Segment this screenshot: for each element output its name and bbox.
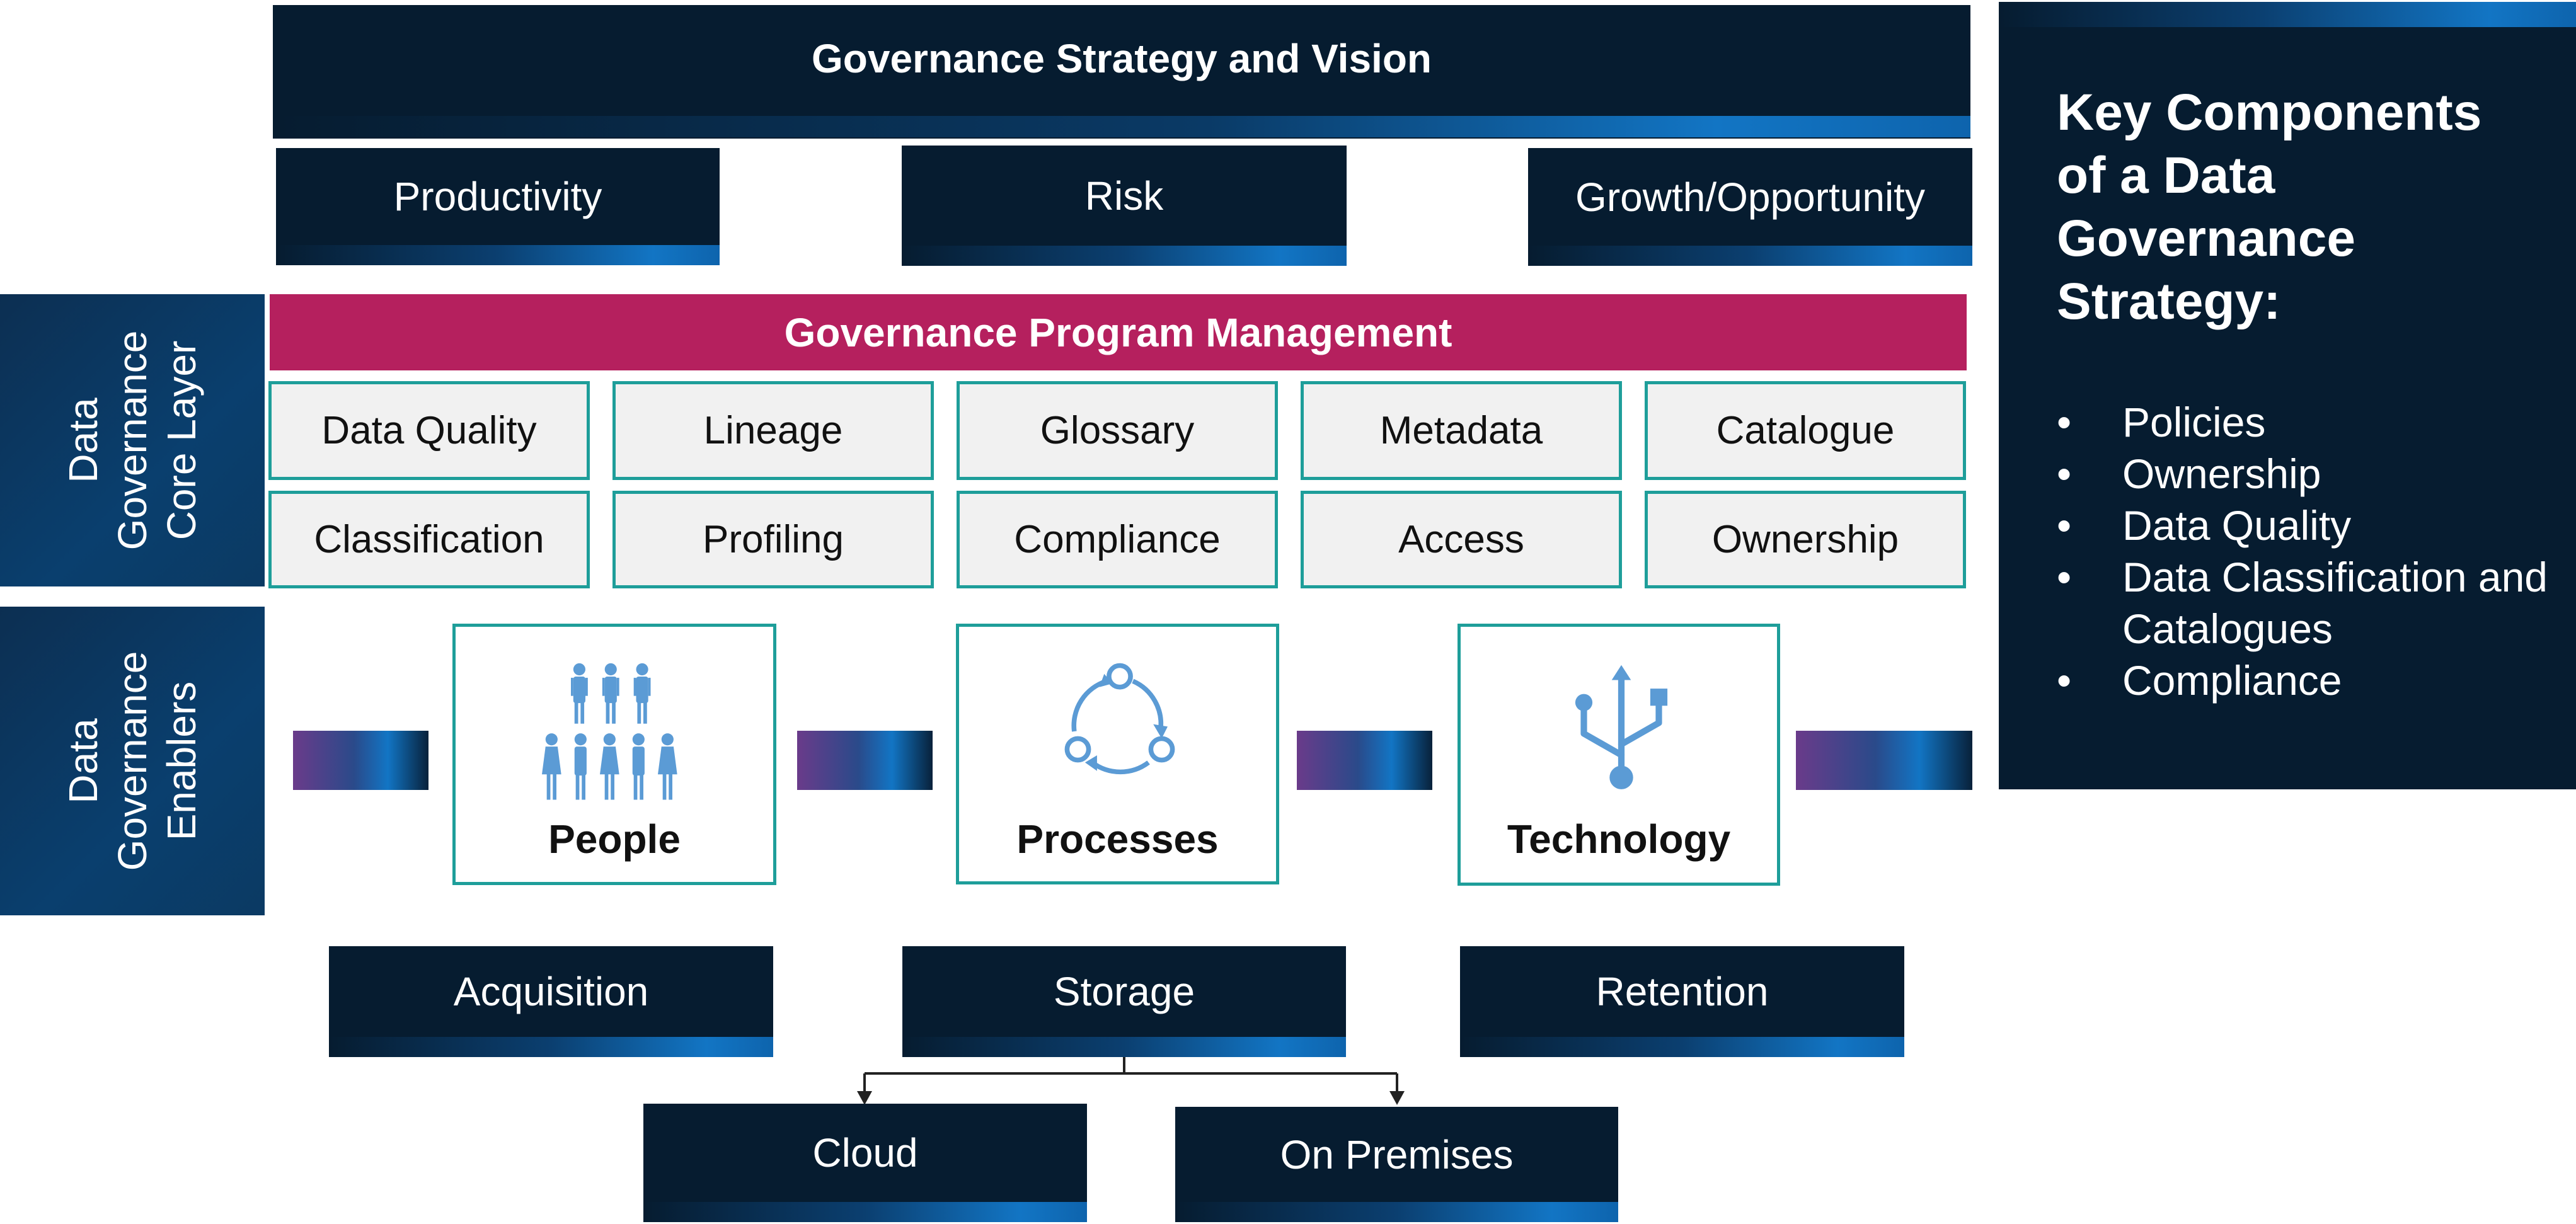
enabler-label: People [548, 816, 681, 862]
storage-target-strip [643, 1202, 1087, 1222]
stage-label: Retention [1596, 969, 1769, 1014]
storage-target-label: On Premises [1280, 1131, 1514, 1177]
enabler-label: Processes [1016, 816, 1219, 862]
storage-branch-connector [857, 1057, 1405, 1105]
driver-label: Growth/Opportunity [1575, 174, 1925, 220]
core-item-ownership: Ownership [1645, 491, 1966, 588]
enabler-card-technology: Technology [1458, 624, 1780, 886]
stage-storage: Storage [902, 946, 1346, 1057]
stage-retention: Retention [1460, 946, 1904, 1057]
core-layer-side-line: Governance [110, 330, 155, 551]
usb-icon [1575, 665, 1668, 789]
core-item-metadata: Metadata [1301, 381, 1622, 480]
connector-bar [293, 731, 428, 790]
strategy-header: Governance Strategy and Vision [273, 5, 1970, 139]
enablers-side-line: Enablers [159, 681, 204, 841]
storage-on-premises: On Premises [1175, 1107, 1618, 1222]
key-component-label: Data Classification and Catalogues [2122, 554, 2548, 652]
enablers-side-label: Data Governance Enablers [0, 607, 265, 915]
key-components-title: Key Components of a Data Governance Stra… [2057, 84, 2482, 330]
core-layer-side-line: Data [60, 398, 106, 483]
key-component-label: Compliance [2122, 657, 2342, 704]
core-item-compliance: Compliance [957, 491, 1278, 588]
key-components-top-strip [1999, 2, 2576, 27]
core-layer-side-text: Data Governance Core Layer [59, 331, 206, 551]
connector-bar [1297, 731, 1432, 790]
key-component-item: • Data Quality [2057, 500, 2561, 551]
driver-label: Risk [1084, 173, 1164, 219]
core-layer-side-line: Core Layer [159, 340, 204, 541]
strategy-title: Governance Strategy and Vision [811, 36, 1432, 81]
stage-label: Storage [1053, 969, 1195, 1014]
bullet: • [2057, 450, 2072, 497]
storage-target-label: Cloud [812, 1130, 918, 1175]
driver-label: Productivity [393, 174, 602, 219]
key-component-item: • Policies [2057, 396, 2561, 448]
core-item-profiling: Profiling [612, 491, 934, 588]
stage-acquisition: Acquisition [329, 946, 773, 1057]
key-component-label: Data Quality [2122, 502, 2352, 549]
driver-growth: Growth/Opportunity [1528, 148, 1972, 266]
bullet: • [2057, 657, 2072, 704]
key-component-label: Ownership [2122, 450, 2321, 497]
stage-strip [329, 1037, 773, 1057]
core-item-glossary: Glossary [957, 381, 1278, 480]
enablers-side-line: Governance [110, 651, 155, 871]
driver-strip [902, 246, 1347, 266]
enablers-side-text: Data Governance Enablers [59, 651, 206, 871]
storage-cloud: Cloud [643, 1104, 1087, 1222]
program-management-banner: Governance Program Management [270, 294, 1967, 370]
enabler-card-people: People [452, 624, 776, 885]
key-components-list: • Policies • Ownership • Data Quality • Data… [2057, 396, 2561, 706]
driver-risk: Risk [902, 146, 1347, 266]
driver-productivity: Productivity [276, 148, 720, 265]
enablers-side-line: Data [60, 718, 106, 804]
key-component-item: • Compliance [2057, 655, 2561, 706]
cycle-icon [1064, 663, 1175, 775]
core-item-data-quality: Data Quality [268, 381, 590, 480]
bullet: • [2057, 554, 2072, 600]
enabler-card-processes: Processes [956, 624, 1279, 884]
key-component-label: Policies [2122, 399, 2266, 445]
stage-label: Acquisition [453, 969, 649, 1014]
strategy-header-strip [275, 116, 1970, 137]
storage-target-strip [1175, 1202, 1618, 1222]
driver-strip [1528, 246, 1972, 266]
connector-bar [797, 731, 933, 790]
enabler-label: Technology [1507, 816, 1731, 862]
core-item-access: Access [1301, 491, 1622, 588]
core-layer-side-label: Data Governance Core Layer [0, 294, 265, 586]
driver-strip [276, 245, 720, 265]
core-item-catalogue: Catalogue [1645, 381, 1966, 480]
people-icon [542, 663, 677, 800]
core-item-classification: Classification [268, 491, 590, 588]
bullet: • [2057, 399, 2072, 445]
core-item-lineage: Lineage [612, 381, 934, 480]
key-components-panel: Key Components of a Data Governance Stra… [1999, 2, 2576, 789]
stage-strip [1460, 1037, 1904, 1057]
connector-bar [1796, 731, 1972, 790]
key-component-item: • Ownership [2057, 448, 2561, 500]
stage-strip [902, 1037, 1346, 1057]
bullet: • [2057, 502, 2072, 549]
key-component-item: • Data Classification and Catalogues [2057, 551, 2561, 655]
